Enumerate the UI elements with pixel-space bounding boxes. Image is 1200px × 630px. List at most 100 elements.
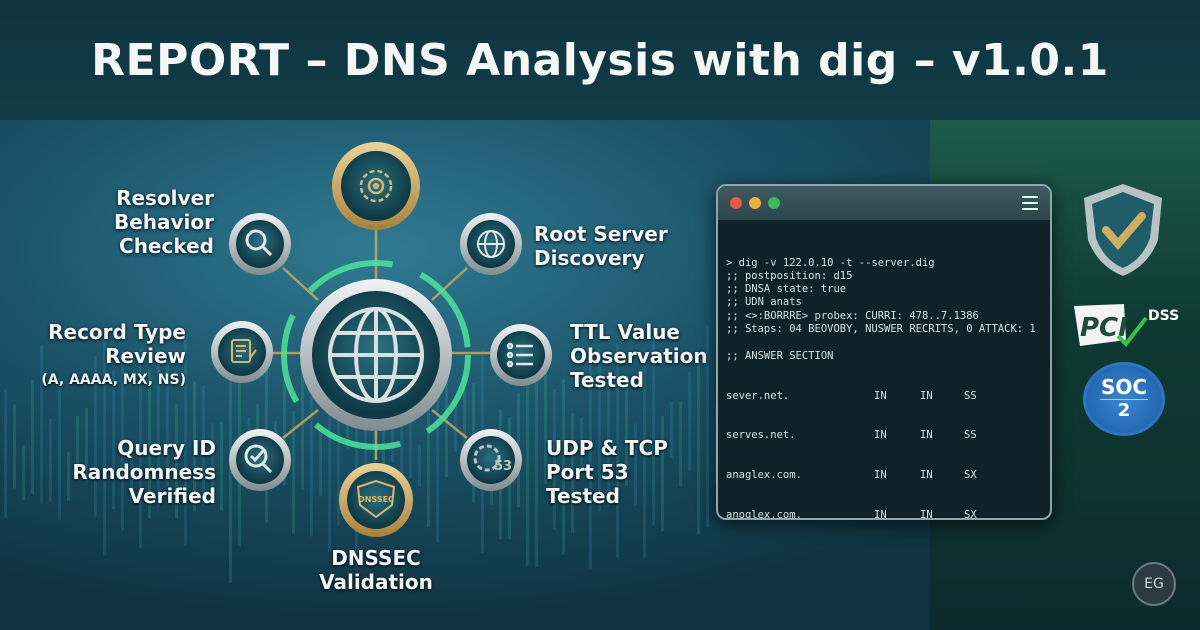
terminal-line: ;; DNSA state: true bbox=[726, 283, 847, 296]
background-bar bbox=[292, 411, 295, 534]
dnssec-icon-text: DNSSEC bbox=[358, 495, 394, 504]
search-icon bbox=[245, 229, 273, 257]
background-bar bbox=[625, 376, 628, 487]
background-bar bbox=[535, 349, 538, 568]
hub-center bbox=[300, 279, 452, 431]
background-bar bbox=[220, 421, 223, 511]
globe-icon bbox=[328, 307, 424, 403]
node-gear[interactable] bbox=[332, 142, 420, 230]
background-bar bbox=[562, 379, 565, 555]
header: REPORT – DNS Analysis with dig – v1.0.1 bbox=[0, 0, 1200, 120]
dnssec-shield-icon bbox=[356, 479, 396, 519]
background-bar bbox=[121, 351, 124, 531]
background-bar bbox=[652, 335, 655, 526]
terminal-line: ;; postposition: d15 bbox=[726, 269, 853, 282]
background-bar bbox=[643, 354, 646, 558]
node-query[interactable] bbox=[229, 429, 291, 491]
background-bar bbox=[670, 402, 673, 458]
background-bar bbox=[328, 392, 331, 552]
port-53-text: 53 bbox=[494, 459, 512, 474]
background-bar bbox=[31, 380, 34, 495]
soc2-badge: SOC 2 bbox=[1083, 362, 1165, 436]
background-bar bbox=[454, 396, 457, 452]
node-ttl[interactable] bbox=[490, 324, 552, 386]
background-bar bbox=[130, 448, 133, 503]
list-icon bbox=[506, 342, 533, 368]
background-bar bbox=[436, 373, 439, 543]
hub-diagram: 53 DNSSEC bbox=[211, 142, 552, 537]
background-bar bbox=[58, 378, 61, 520]
node-port53[interactable]: 53 bbox=[460, 429, 522, 491]
close-dot[interactable] bbox=[730, 197, 742, 209]
document-edit-icon bbox=[231, 339, 257, 363]
terminal-window[interactable]: > dig -v 122.0.10 -t --server.dig;; post… bbox=[716, 184, 1052, 520]
background-bar bbox=[193, 381, 196, 511]
background-bar bbox=[607, 371, 610, 507]
search-check-icon bbox=[244, 444, 273, 474]
background-bar bbox=[184, 333, 187, 546]
background-bar bbox=[382, 397, 385, 479]
connector-lines bbox=[273, 228, 490, 460]
terminal-output: > dig -v 122.0.10 -t --server.dig;; post… bbox=[718, 220, 1050, 520]
background-bar bbox=[445, 372, 448, 477]
background-bar bbox=[157, 349, 160, 507]
background-bar bbox=[418, 444, 421, 487]
background-bar bbox=[616, 344, 619, 558]
background-bar bbox=[175, 403, 178, 518]
background-bar bbox=[319, 428, 322, 497]
background-bar bbox=[679, 401, 682, 487]
background-bar bbox=[571, 412, 574, 533]
background-bar bbox=[103, 338, 106, 556]
background-bar bbox=[526, 384, 529, 566]
terminal-titlebar bbox=[718, 186, 1050, 220]
node-record[interactable] bbox=[211, 321, 273, 383]
node-dnssec[interactable]: DNSSEC bbox=[339, 463, 413, 537]
node-root-globe[interactable] bbox=[460, 213, 522, 275]
background-bar bbox=[76, 415, 79, 478]
progress-ring bbox=[281, 260, 471, 450]
terminal-line bbox=[726, 336, 1042, 349]
background-bar bbox=[40, 345, 43, 504]
background-bar bbox=[589, 350, 592, 569]
gear-53-icon bbox=[473, 444, 501, 472]
background-bar bbox=[148, 369, 151, 519]
background-bar bbox=[688, 371, 691, 472]
background-bar bbox=[598, 349, 601, 512]
background-bar bbox=[22, 445, 25, 500]
hamburger-menu-icon[interactable] bbox=[1022, 196, 1038, 210]
background-bar bbox=[409, 418, 412, 479]
svg-text:DSS: DSS bbox=[1148, 308, 1179, 324]
background-bar bbox=[202, 385, 205, 507]
background-bar bbox=[67, 451, 70, 501]
background-bar bbox=[13, 404, 16, 489]
background-bar bbox=[544, 364, 547, 485]
shield-check-icon bbox=[1084, 184, 1162, 276]
gear-target-icon bbox=[359, 169, 393, 203]
background-bar bbox=[301, 365, 304, 490]
maximize-dot[interactable] bbox=[768, 197, 780, 209]
background-bar bbox=[211, 423, 214, 506]
background-bar bbox=[427, 353, 430, 527]
background-bar bbox=[4, 389, 7, 518]
background-bar bbox=[229, 368, 232, 583]
background-bar bbox=[166, 364, 169, 486]
background-bar bbox=[310, 335, 313, 537]
background-bar bbox=[706, 325, 709, 528]
background-bar bbox=[661, 416, 664, 532]
terminal-line: > dig -v 122.0.10 -t --server.dig bbox=[726, 256, 935, 269]
node-search[interactable] bbox=[229, 213, 291, 275]
pci-dss-logo: PCI DSS bbox=[1074, 304, 1179, 348]
terminal-line: ;; <>:BORRRE> probex: CURRI: 478..7.1386 bbox=[726, 309, 979, 322]
background-bar bbox=[553, 389, 556, 530]
minimize-dot[interactable] bbox=[749, 197, 761, 209]
background-bar bbox=[580, 417, 583, 467]
